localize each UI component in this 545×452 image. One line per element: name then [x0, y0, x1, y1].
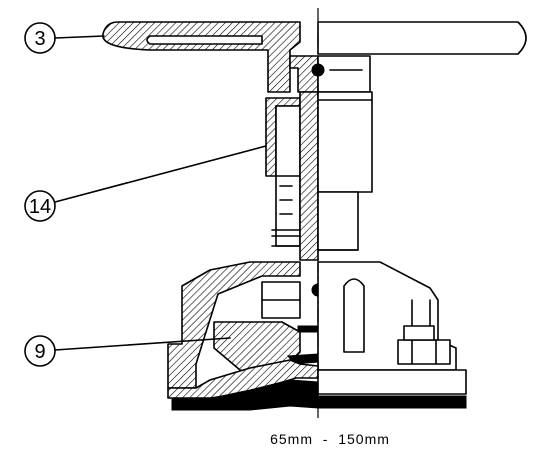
callout-3: 3 — [24, 22, 105, 54]
base-body — [167, 359, 467, 411]
handwheel — [102, 21, 527, 93]
callout-3-label: 3 — [34, 28, 45, 50]
bonnet-sleeve — [265, 91, 319, 261]
callout-14-label: 14 — [29, 196, 51, 218]
callout-9: 9 — [24, 335, 231, 367]
callout-14: 14 — [24, 145, 267, 222]
bonnet-upper — [289, 55, 371, 93]
bolt-nut — [397, 339, 451, 365]
size-range-caption: 65mm - 150mm — [270, 431, 390, 447]
callout-9-label: 9 — [34, 341, 45, 363]
spindle-housing-view — [317, 91, 373, 251]
